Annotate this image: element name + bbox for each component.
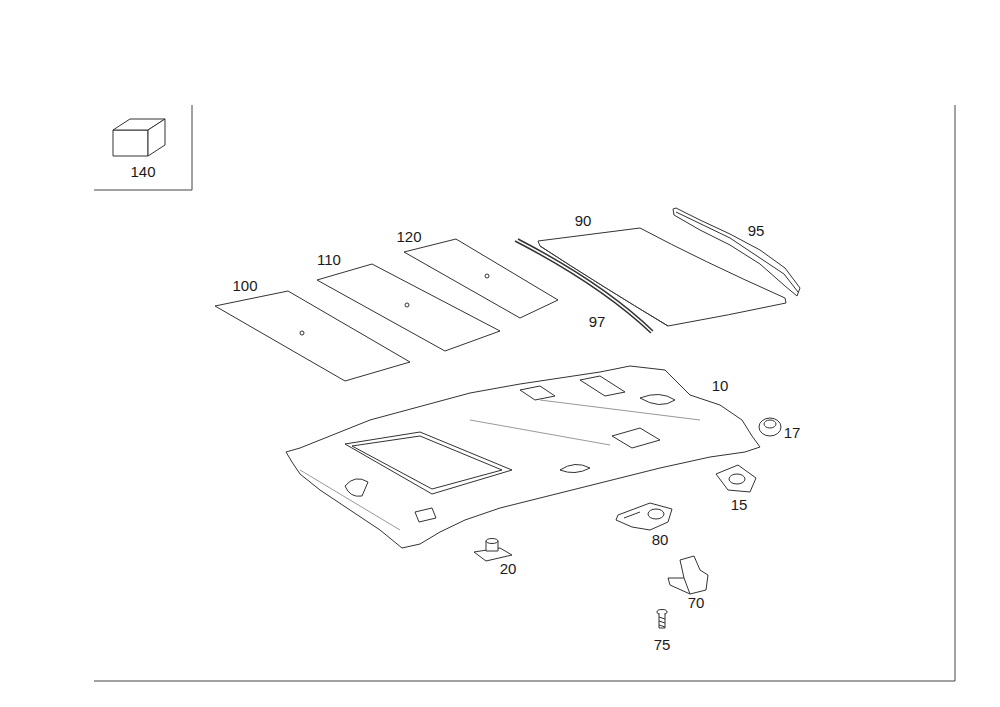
headliner-contour <box>300 470 400 530</box>
screw-thread <box>659 617 665 627</box>
headliner-recess <box>612 428 660 448</box>
cap-part <box>759 418 781 436</box>
trim-strip <box>673 208 800 296</box>
cover-plate-outline <box>716 465 756 492</box>
headliner-recess <box>415 508 436 522</box>
headliner-contour <box>470 420 610 445</box>
lamp-bracket <box>616 503 672 530</box>
trim-strip-line <box>676 212 798 292</box>
screw <box>657 610 667 629</box>
callout-number: 95 <box>747 223 766 239</box>
frame-line <box>94 681 955 682</box>
headliner-recess <box>640 394 675 404</box>
callout-number: 70 <box>687 595 706 611</box>
box-face <box>113 130 148 156</box>
headliner-recess <box>580 376 625 396</box>
callout-number: 10 <box>711 378 730 394</box>
callout-number: 120 <box>395 229 422 245</box>
headliner-recess <box>520 386 555 400</box>
callout-number: 140 <box>129 164 156 180</box>
screw-shank <box>659 613 665 628</box>
frame <box>94 105 955 681</box>
cover-plate-hole <box>729 474 745 484</box>
callout-number: 20 <box>499 561 518 577</box>
grab-handle-recess <box>560 464 590 472</box>
frame-line <box>192 105 193 190</box>
headliner-outline <box>286 366 760 548</box>
cap-top <box>764 420 776 428</box>
headliner <box>286 366 760 548</box>
insulation-mats <box>215 239 558 381</box>
box-face <box>148 119 165 156</box>
callout-number: 15 <box>730 497 749 513</box>
sunroof-opening <box>352 436 502 489</box>
callout-number: 90 <box>574 213 593 229</box>
support-bracket <box>668 556 708 594</box>
mat-hole <box>485 274 489 278</box>
support-bracket-outline <box>668 556 708 594</box>
callout-number: 75 <box>653 637 672 653</box>
callout-number: 110 <box>316 252 342 268</box>
roof-panel <box>538 228 786 326</box>
frame-line <box>955 105 956 681</box>
box-icon <box>113 119 165 156</box>
trim-strip-outline <box>673 208 800 296</box>
frame-line <box>94 190 192 191</box>
mat-hole <box>300 331 304 335</box>
roof-panel-outline <box>538 228 786 326</box>
clip-top <box>486 539 498 544</box>
callout-number: 97 <box>588 314 607 330</box>
support-bracket-fold <box>684 578 690 594</box>
callout-number: 80 <box>651 532 670 548</box>
lamp-recess <box>345 479 368 496</box>
callout-number: 17 <box>783 425 802 441</box>
callout-number: 100 <box>231 278 258 294</box>
lamp-bracket-hole <box>648 509 664 519</box>
cover-plate <box>716 465 756 492</box>
lamp-bracket-outline <box>616 503 672 530</box>
sunroof-opening <box>345 432 512 494</box>
clip <box>474 539 512 562</box>
headliner-contour <box>540 400 700 420</box>
lamp-bracket-detail <box>624 512 640 518</box>
cap-outline <box>759 418 781 436</box>
mat-hole <box>405 303 409 307</box>
